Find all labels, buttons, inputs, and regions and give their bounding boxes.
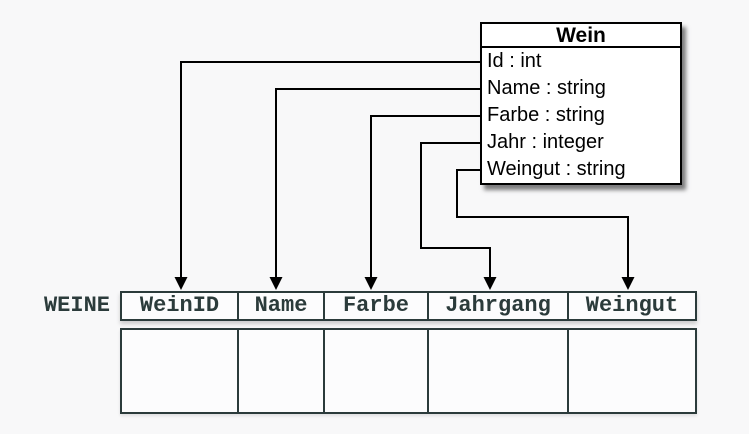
column-header-weinid: WeinID — [139, 293, 220, 318]
class-attribute: Name : string — [487, 77, 606, 99]
table-cell-empty — [427, 330, 567, 412]
class-attribute: Farbe : string — [487, 104, 605, 126]
table-empty-row — [120, 328, 697, 414]
column-header-name: Name — [237, 293, 323, 319]
connector-line-weingut — [456, 169, 629, 277]
column-header-jahrgang: Jahrgang — [427, 293, 567, 319]
arrowhead-weinid-icon — [174, 277, 188, 290]
column-header-weingut: Weingut — [567, 293, 695, 319]
arrowhead-jahrgang-icon — [483, 277, 497, 290]
arrowhead-farbe-icon — [364, 277, 378, 290]
class-attribute: Jahr : integer — [487, 131, 604, 153]
connector-line-id — [180, 61, 480, 277]
class-attribute: Weingut : string — [487, 158, 626, 180]
connector-line-farbe — [370, 115, 480, 277]
table-cell-empty — [237, 330, 323, 412]
connector-line-jahr — [420, 142, 491, 277]
table-cell-empty — [323, 330, 427, 412]
class-attribute: Id : int — [487, 50, 542, 72]
column-header-farbe: Farbe — [323, 293, 427, 319]
table-cell-empty — [567, 330, 695, 412]
arrowhead-name-icon — [269, 277, 283, 290]
arrowhead-weingut-icon — [621, 277, 635, 290]
table-name-label: WEINE — [43, 293, 110, 318]
connector-line-name — [275, 88, 480, 277]
table-cell-empty — [122, 330, 237, 412]
class-title: Wein — [482, 24, 680, 48]
